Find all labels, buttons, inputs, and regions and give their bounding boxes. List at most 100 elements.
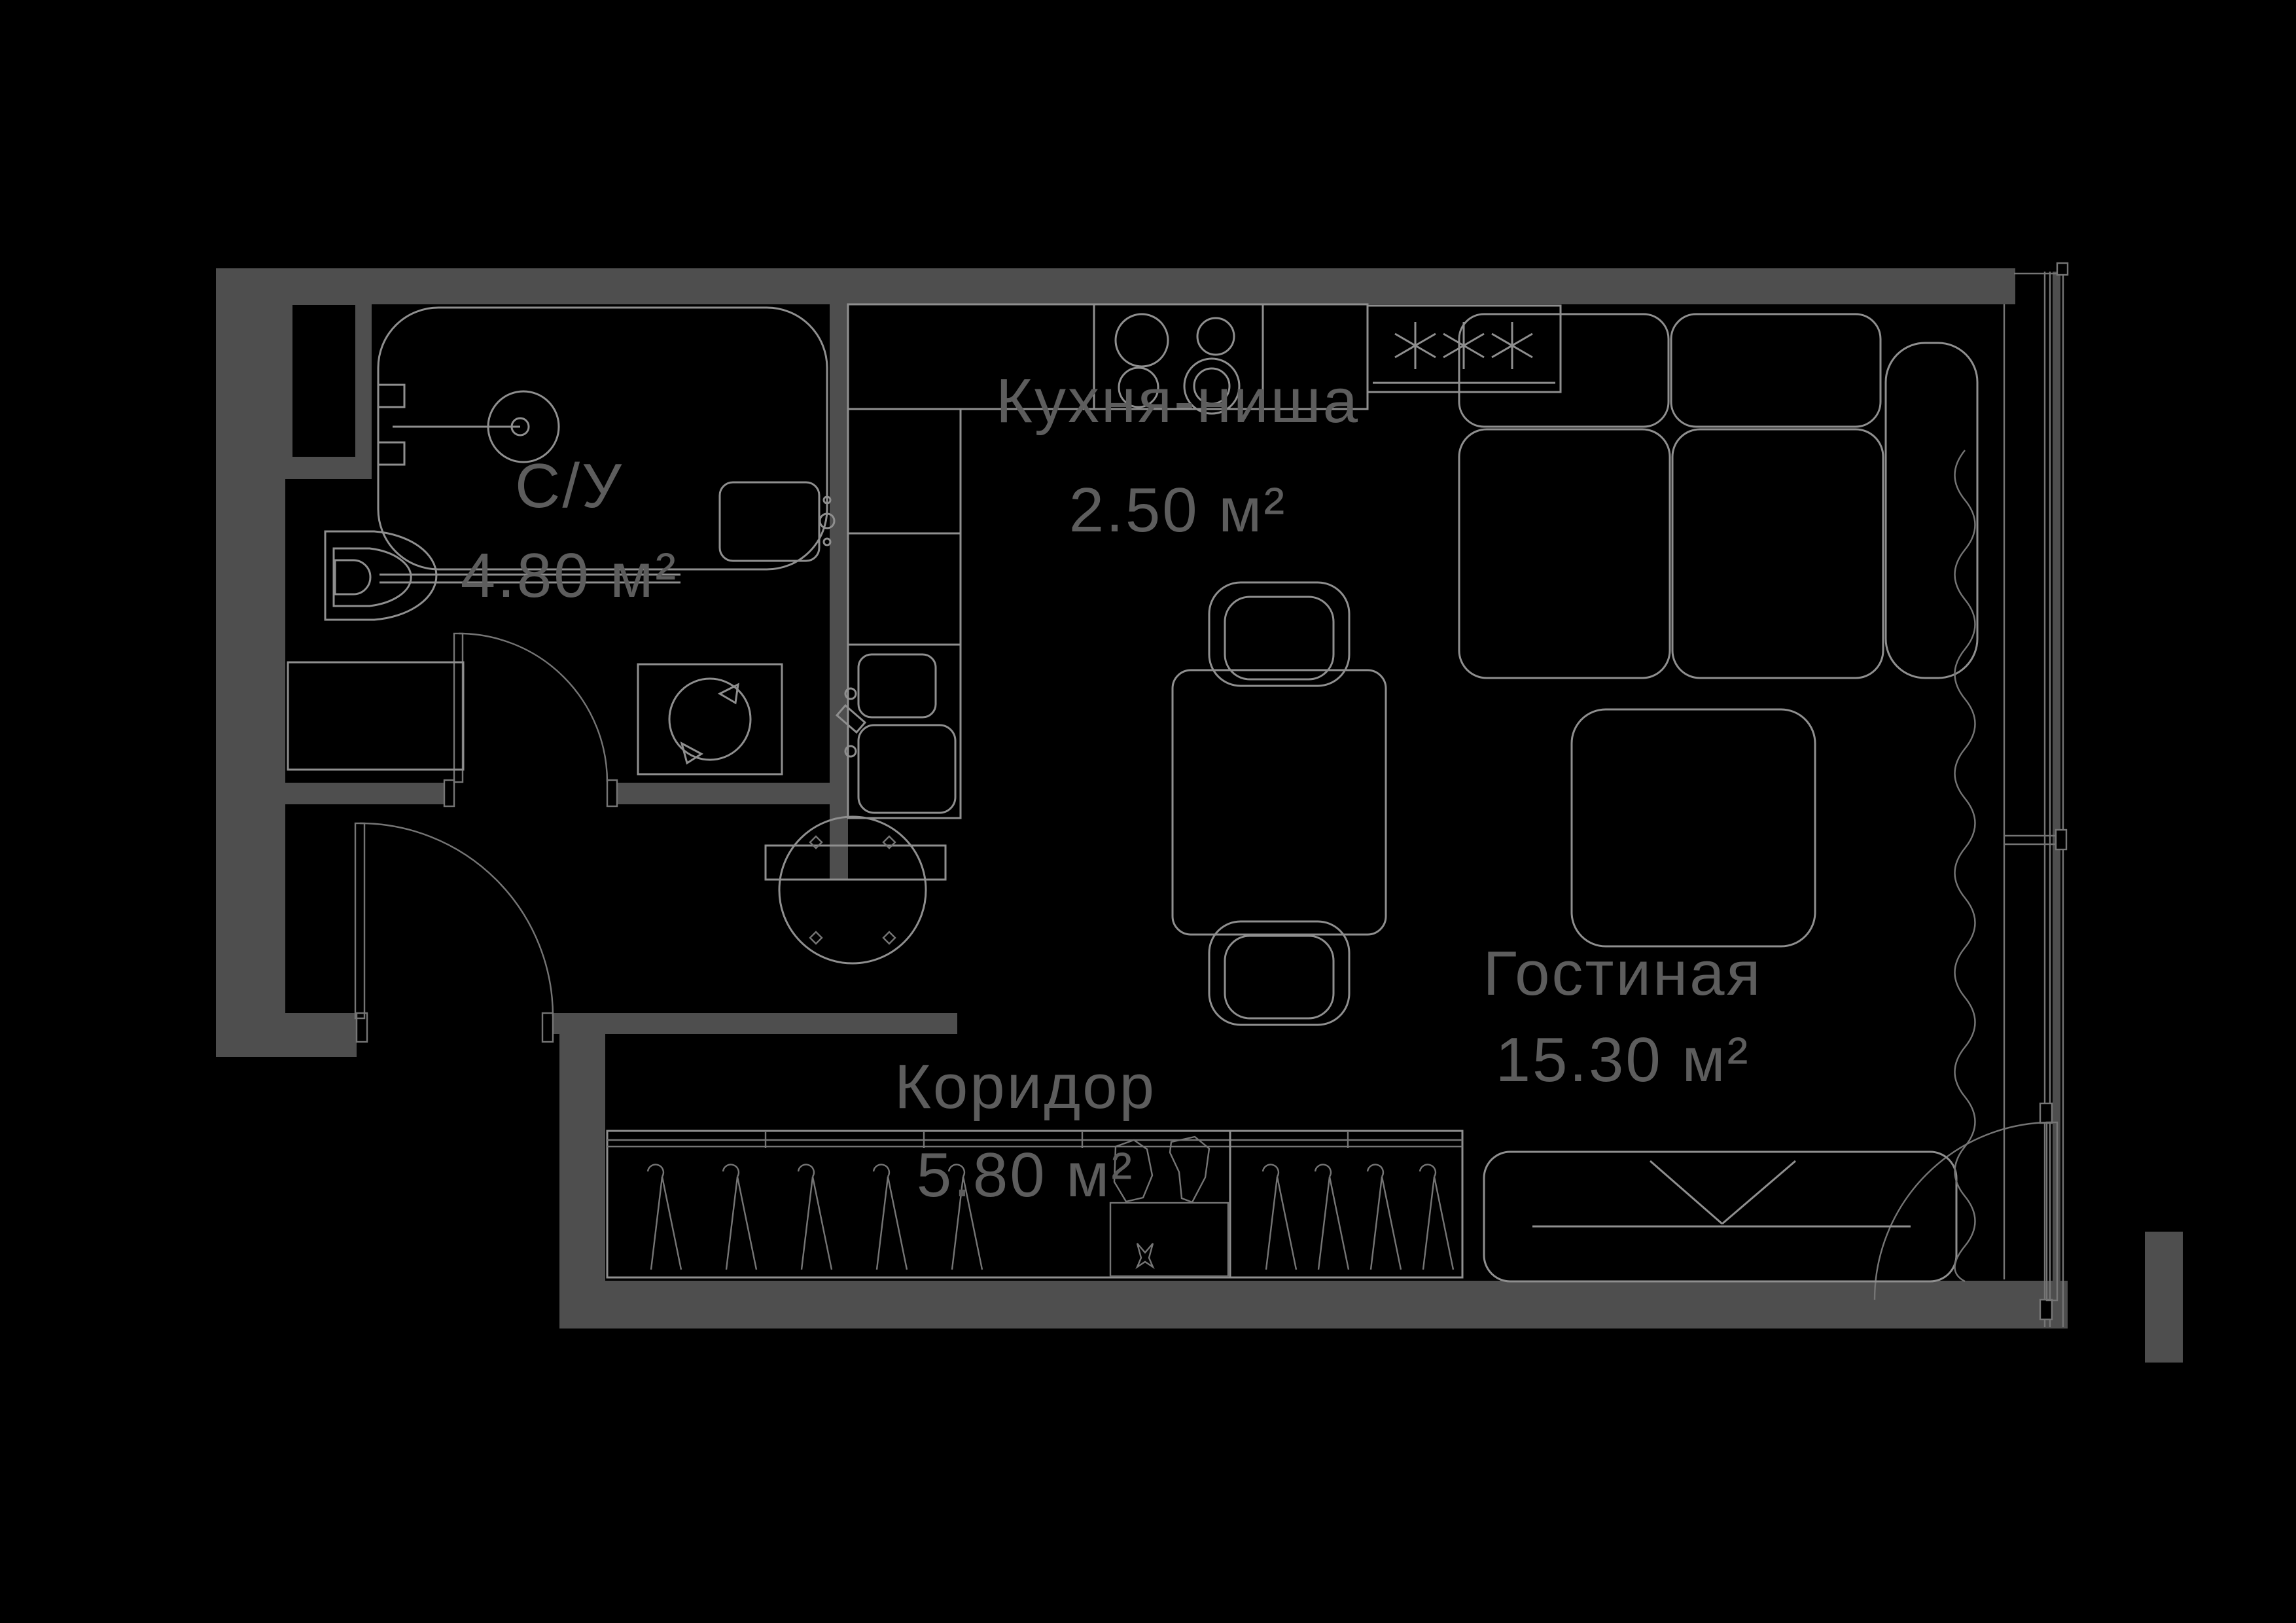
table-dot-3 (809, 931, 823, 945)
tv-symbol-left (1650, 1160, 1723, 1225)
toilet-bowl-inner (332, 547, 412, 607)
burner-3 (1118, 366, 1159, 408)
washer-arrow-2 (717, 683, 739, 705)
furniture (606, 313, 1979, 1283)
bathroom-sink-basin (718, 481, 821, 562)
round-table-top (778, 815, 927, 965)
bathroom-sink-faucet (819, 512, 836, 529)
balcony-jamb-bottom (2039, 1298, 2053, 1321)
living-area-label: 15.30 м² (1496, 1025, 1750, 1095)
clothes-item-3 (1135, 1243, 1155, 1270)
chair-top-outer (1208, 581, 1351, 687)
wardrobe-box (606, 1130, 1464, 1279)
entrance-jamb-left (355, 1012, 368, 1043)
washer-drum (668, 677, 752, 761)
bathroom-fixtures (287, 306, 836, 776)
bathroom-jamb-left (443, 779, 455, 808)
bathroom-sink-dot-top (822, 495, 832, 505)
kitchen-sink-icon (835, 653, 957, 814)
bathroom-cabinet (287, 661, 465, 771)
burner-1 (1114, 313, 1169, 368)
bathtub-icon (377, 306, 828, 584)
wardrobe-clothes (1109, 1135, 1229, 1277)
sofa-back-cushion-right (1670, 313, 1882, 428)
dining-chair-top (1208, 581, 1351, 687)
doors (354, 632, 2058, 1321)
burner-2 (1196, 317, 1235, 356)
hanger-icon (947, 1164, 983, 1270)
hanger-icon (1262, 1164, 1298, 1270)
bathtub-fitting-top (377, 383, 406, 408)
entrance-door-leaf (354, 822, 366, 1020)
hanger-icon (722, 1164, 758, 1270)
tv-symbol-right (1722, 1160, 1796, 1225)
bathroom-sink-dot-bottom (822, 537, 832, 546)
hangers-left (646, 1164, 983, 1270)
bathroom-area-label: 4.80 м² (461, 541, 678, 611)
wall-top (216, 268, 2015, 304)
snowflake-3 (1491, 322, 1533, 369)
hanger-icon (646, 1164, 682, 1270)
wardrobe (606, 1130, 1464, 1279)
window-frame-band (2053, 272, 2060, 1327)
wall-wardrobe-west (559, 1034, 605, 1329)
hanger-icon (1366, 1164, 1402, 1270)
bathroom-door (443, 632, 618, 808)
chair-bottom-inner (1224, 935, 1335, 1020)
fridge-icon (1366, 304, 1562, 393)
curtain-wave (1954, 450, 1976, 1283)
sofa-armrest-right (1884, 342, 1979, 679)
utility-shaft (292, 305, 355, 457)
hangers-right (1262, 1164, 1455, 1270)
kitchen-faucet-dot-2 (844, 745, 857, 758)
kitchen-label: Кухня-ниша (996, 366, 1360, 436)
balcony-jamb-top (2039, 1102, 2053, 1124)
wall-bathroom-south-right (617, 783, 830, 804)
window-strip (2003, 262, 2069, 1327)
bathtub-handle-knob (510, 417, 530, 437)
dining-table-top (1171, 669, 1387, 936)
kitchen-low-cabinet (764, 844, 947, 881)
wall-corridor-south (553, 1013, 957, 1034)
tv-console-body (1483, 1150, 1958, 1283)
pouf (1570, 708, 1816, 948)
wall-bottom (559, 1281, 2023, 1329)
table-dot-2 (882, 835, 896, 849)
entrance-door-swing-arc (359, 822, 554, 1017)
balcony-door-swing-arc (1873, 1121, 2053, 1300)
chair-bottom-outer (1208, 920, 1351, 1026)
balcony-door (1873, 1102, 2058, 1321)
clothes-drawer (1109, 1202, 1229, 1277)
labels: С/У 4.80 м² Кухня-ниша 2.50 м² Коридор 5… (461, 366, 1763, 1210)
kitchen-counter-column (847, 408, 962, 819)
hanger-icon (797, 1164, 833, 1270)
kitchen-faucet-lever (835, 704, 867, 734)
table-dot-4 (882, 931, 896, 945)
burner-4-inner (1193, 367, 1231, 405)
fridge-snowflakes-icon (1394, 322, 1533, 369)
bathtub-rim (377, 306, 828, 571)
entrance-door (354, 822, 554, 1043)
washer-body (637, 663, 783, 776)
corridor-area-label: 5.80 м² (917, 1140, 1134, 1210)
walls (216, 268, 2183, 1363)
round-table (778, 815, 927, 965)
bathroom-door-leaf (453, 632, 464, 783)
burner-4-outer (1183, 357, 1241, 415)
chair-top-inner (1224, 596, 1335, 681)
washer-arrow-1 (680, 741, 703, 765)
stove-icon (1114, 313, 1241, 415)
toilet-bowl-outline (324, 530, 438, 621)
sofa-back-cushion-left (1458, 313, 1670, 428)
washing-machine-icon (637, 663, 783, 776)
tv-console (1483, 1150, 1958, 1283)
fridge-body (1366, 304, 1562, 393)
wall-left (216, 268, 285, 1057)
dining-chair-bottom (1208, 920, 1351, 1026)
snowflake-1 (1394, 322, 1436, 369)
clothes-item-1 (1113, 1139, 1154, 1203)
bathroom-sink-icon (718, 481, 836, 562)
wall-kitchen-partition (830, 304, 848, 880)
living-label: Гостиная (1483, 938, 1763, 1008)
